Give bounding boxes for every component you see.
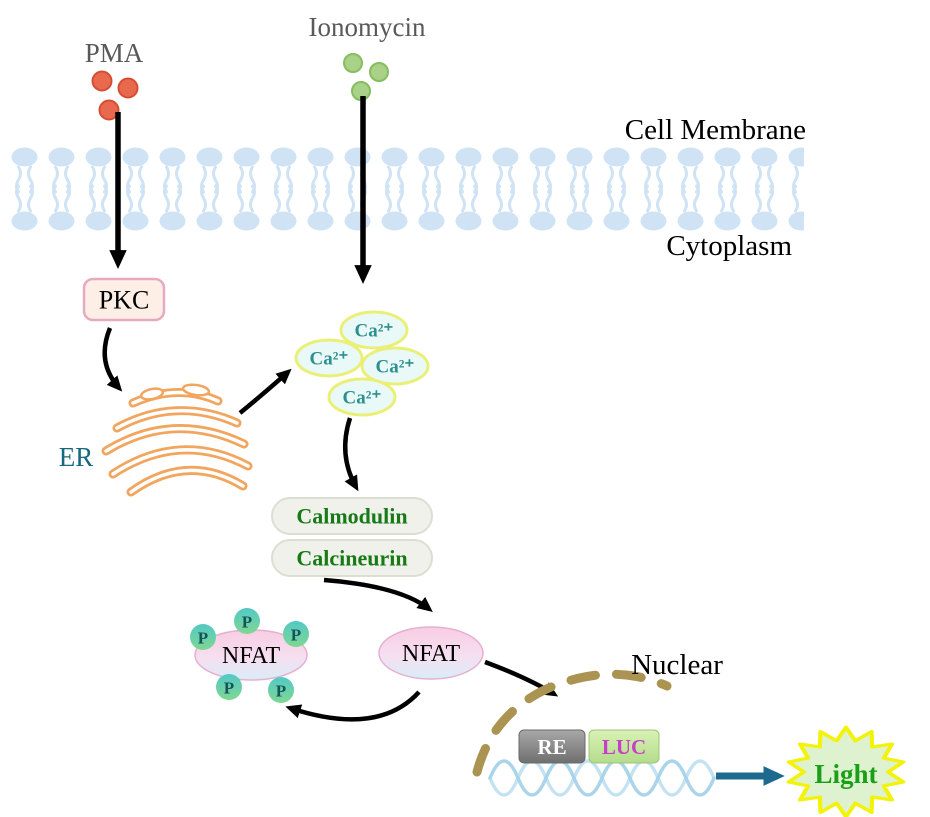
- pkc-to-er-arrow: [102, 327, 123, 392]
- phosphate-circle: [234, 608, 260, 634]
- ca-ion-label: Ca²⁺: [343, 388, 382, 409]
- ca-ion-label: Ca²⁺: [310, 349, 349, 370]
- phosphate-label: P: [224, 679, 234, 698]
- calcineurin-label: Calcineurin: [296, 546, 407, 571]
- er-label: ER: [59, 442, 94, 472]
- phosphate-label: P: [291, 626, 301, 645]
- re-label: RE: [537, 735, 566, 759]
- dna-helix: [488, 759, 716, 797]
- ionomycin-molecules: [343, 53, 389, 101]
- nfat-label: NFAT: [222, 643, 281, 669]
- ca-ion: [327, 377, 397, 417]
- nuclear-membrane: [472, 669, 672, 777]
- pma-molecule: [98, 99, 120, 121]
- pkc-label: PKC: [99, 286, 150, 315]
- ca-ion: [339, 310, 409, 350]
- nfat-label: NFAT: [402, 641, 461, 667]
- calcium-cluster: Ca²⁺ Ca²⁺ Ca²⁺ Ca²⁺: [294, 310, 430, 417]
- ca-ion-label: Ca²⁺: [355, 321, 394, 342]
- ca-ion-label: Ca²⁺: [376, 357, 415, 378]
- nfat-active: NFAT: [378, 626, 484, 680]
- pma-molecule: [117, 77, 139, 99]
- cell-membrane-label: Cell Membrane: [625, 114, 806, 146]
- phosphate-label: P: [198, 629, 208, 648]
- pma-molecule: [91, 70, 113, 92]
- nfat-phosphorylated: NFAT P P P P P: [190, 608, 309, 703]
- light-burst: Light: [786, 725, 906, 817]
- phosphate-group: P P P P P: [190, 608, 309, 703]
- pkc-box: [82, 277, 166, 322]
- rephosphorylation-arrow: [285, 690, 421, 722]
- ionomycin-molecule: [343, 53, 363, 73]
- phosphate-circle: [216, 674, 242, 700]
- ionomycin-molecule: [369, 62, 389, 82]
- cytoplasm-label: Cytoplasm: [666, 230, 792, 262]
- luc-label: LUC: [602, 735, 646, 759]
- calmodulin-pill: [271, 497, 433, 535]
- calmodulin-label: Calmodulin: [296, 504, 407, 529]
- re-box: [518, 729, 586, 764]
- light-label: Light: [814, 759, 877, 789]
- dephosphorylation-arrow: [323, 577, 433, 613]
- phosphate-label: P: [276, 682, 286, 701]
- ionomycin-label: Ionomycin: [309, 12, 426, 42]
- ca-to-calmodulin-arrow: [343, 417, 359, 492]
- pma-molecules: [91, 70, 139, 121]
- er-to-ca-arrow: [238, 368, 292, 415]
- membrane-bilayer: [6, 146, 804, 232]
- phosphate-circle: [283, 621, 309, 647]
- phosphate-circle: [268, 677, 294, 703]
- calcineurin-pill: [271, 539, 433, 577]
- er-structure: [101, 383, 253, 497]
- ca-ion: [360, 346, 430, 386]
- ca-ion: [294, 338, 364, 378]
- luc-box: [588, 729, 660, 764]
- phosphate-label: P: [242, 613, 252, 632]
- phosphate-circle: [190, 624, 216, 650]
- nuclear-label: Nuclear: [631, 649, 723, 681]
- pma-label: PMA: [85, 38, 144, 68]
